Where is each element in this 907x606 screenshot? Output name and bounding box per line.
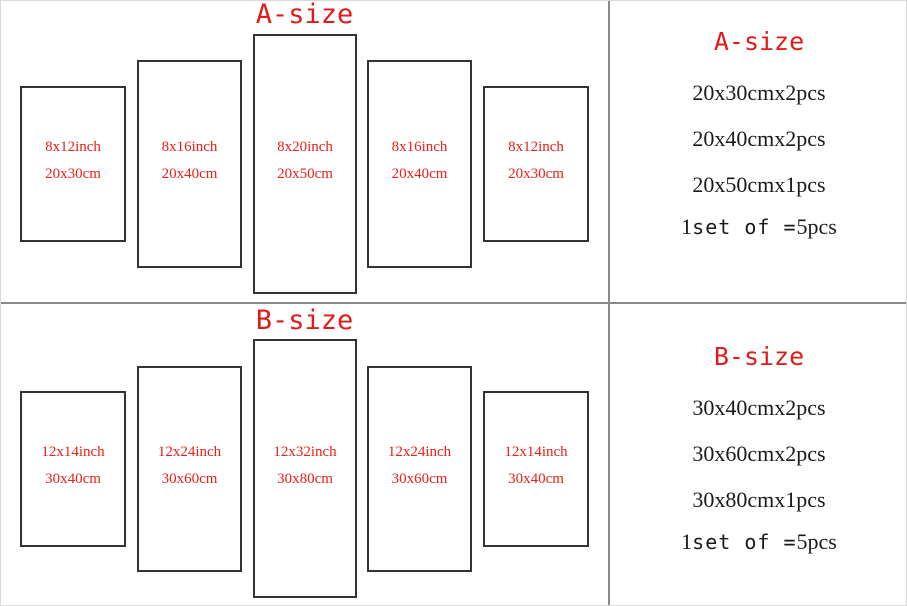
a-size-panel-4-labels: 8x16inch 20x40cm <box>369 134 470 188</box>
a-size-panel-1: 8x12inch 20x30cm <box>20 86 126 242</box>
b-size-panel-diagram: B-size 12x14inch 30x40cm 12x24inch 30x60… <box>1 304 608 605</box>
a-size-legend-line-1: 20x30cmx2pcs <box>692 80 826 105</box>
b-size-panel-5-cm: 30x40cm <box>508 471 564 487</box>
a-size-legend-line-3: 20x50cmx1pcs <box>692 172 826 197</box>
b-size-panel-3: 12x32inch 30x80cm <box>253 339 357 598</box>
b-size-legend-set-total: 1set of =5pcs <box>610 528 906 556</box>
b-size-panel-3-cm: 30x80cm <box>277 471 333 487</box>
a-size-panel-4: 8x16inch 20x40cm <box>367 60 472 268</box>
b-size-panel-1: 12x14inch 30x40cm <box>20 391 126 547</box>
a-size-panel-4-cm: 20x40cm <box>391 166 448 182</box>
b-size-panel-3-labels: 12x32inch 30x80cm <box>255 439 355 493</box>
a-size-panel-1-cm: 20x30cm <box>45 166 101 182</box>
a-size-panel-1-labels: 8x12inch 20x30cm <box>22 134 124 188</box>
a-size-panel-5-inch: 8x12inch <box>508 139 564 155</box>
a-size-legend-set-total: 1set of =5pcs <box>610 213 906 241</box>
a-size-set-pieces: 5pcs <box>796 214 837 239</box>
b-size-panel-2-labels: 12x24inch 30x60cm <box>139 439 240 493</box>
a-size-set-count: 1 <box>681 214 693 239</box>
b-size-panel-2-inch: 12x24inch <box>157 444 222 460</box>
a-size-diagram-title: A-size <box>255 0 354 30</box>
b-size-panel-1-cm: 30x40cm <box>45 471 101 487</box>
a-size-legend: A-size 20x30cmx2pcs 20x40cmx2pcs 20x50cm… <box>610 1 906 302</box>
b-size-set-count: 1 <box>681 529 693 554</box>
a-size-panel-4-inch: 8x16inch <box>391 139 448 155</box>
b-size-panel-1-inch: 12x14inch <box>41 444 105 460</box>
b-size-legend-line-1: 30x40cmx2pcs <box>692 395 826 420</box>
a-size-legend-title: A-size <box>713 27 805 56</box>
b-size-panel-5: 12x14inch 30x40cm <box>483 391 589 547</box>
a-size-panel-diagram: A-size 8x12inch 20x30cm 8x16inch 20x40cm… <box>1 1 608 302</box>
b-size-panel-5-labels: 12x14inch 30x40cm <box>485 439 587 493</box>
b-size-panel-4-cm: 30x60cm <box>391 471 448 487</box>
b-size-panel-4: 12x24inch 30x60cm <box>367 366 472 572</box>
b-size-diagram-title: B-size <box>255 305 354 336</box>
a-size-panel-2-labels: 8x16inch 20x40cm <box>139 134 240 188</box>
b-size-legend-line-2: 30x60cmx2pcs <box>692 441 826 466</box>
a-size-panel-3: 8x20inch 20x50cm <box>253 34 357 294</box>
a-size-panel-3-cm: 20x50cm <box>277 166 333 182</box>
b-size-panel-1-labels: 12x14inch 30x40cm <box>22 439 124 493</box>
b-size-legend-line-3: 30x80cmx1pcs <box>692 487 826 512</box>
a-size-panel-2: 8x16inch 20x40cm <box>137 60 242 268</box>
a-size-panel-5-cm: 20x30cm <box>508 166 564 182</box>
b-size-set-of-text: set of = <box>692 530 797 554</box>
a-size-panel-5-labels: 8x12inch 20x30cm <box>485 134 587 188</box>
a-size-legend-line-2: 20x40cmx2pcs <box>692 126 826 151</box>
b-size-panel-4-inch: 12x24inch <box>387 444 452 460</box>
a-size-panel-1-inch: 8x12inch <box>45 139 101 155</box>
a-size-panel-2-cm: 20x40cm <box>161 166 218 182</box>
a-size-panel-5: 8x12inch 20x30cm <box>483 86 589 242</box>
a-size-set-of-text: set of = <box>692 215 797 239</box>
b-size-panel-4-labels: 12x24inch 30x60cm <box>369 439 470 493</box>
horizontal-divider <box>1 302 906 304</box>
b-size-panel-2: 12x24inch 30x60cm <box>137 366 242 572</box>
a-size-panel-3-labels: 8x20inch 20x50cm <box>255 134 355 188</box>
b-size-panel-5-inch: 12x14inch <box>504 444 568 460</box>
b-size-set-pieces: 5pcs <box>796 529 837 554</box>
b-size-legend: B-size 30x40cmx2pcs 30x60cmx2pcs 30x80cm… <box>610 304 906 605</box>
a-size-panel-2-inch: 8x16inch <box>161 139 218 155</box>
a-size-panel-3-inch: 8x20inch <box>277 139 333 155</box>
b-size-panel-3-inch: 12x32inch <box>273 444 337 460</box>
b-size-panel-2-cm: 30x60cm <box>161 471 218 487</box>
b-size-legend-title: B-size <box>713 342 805 371</box>
